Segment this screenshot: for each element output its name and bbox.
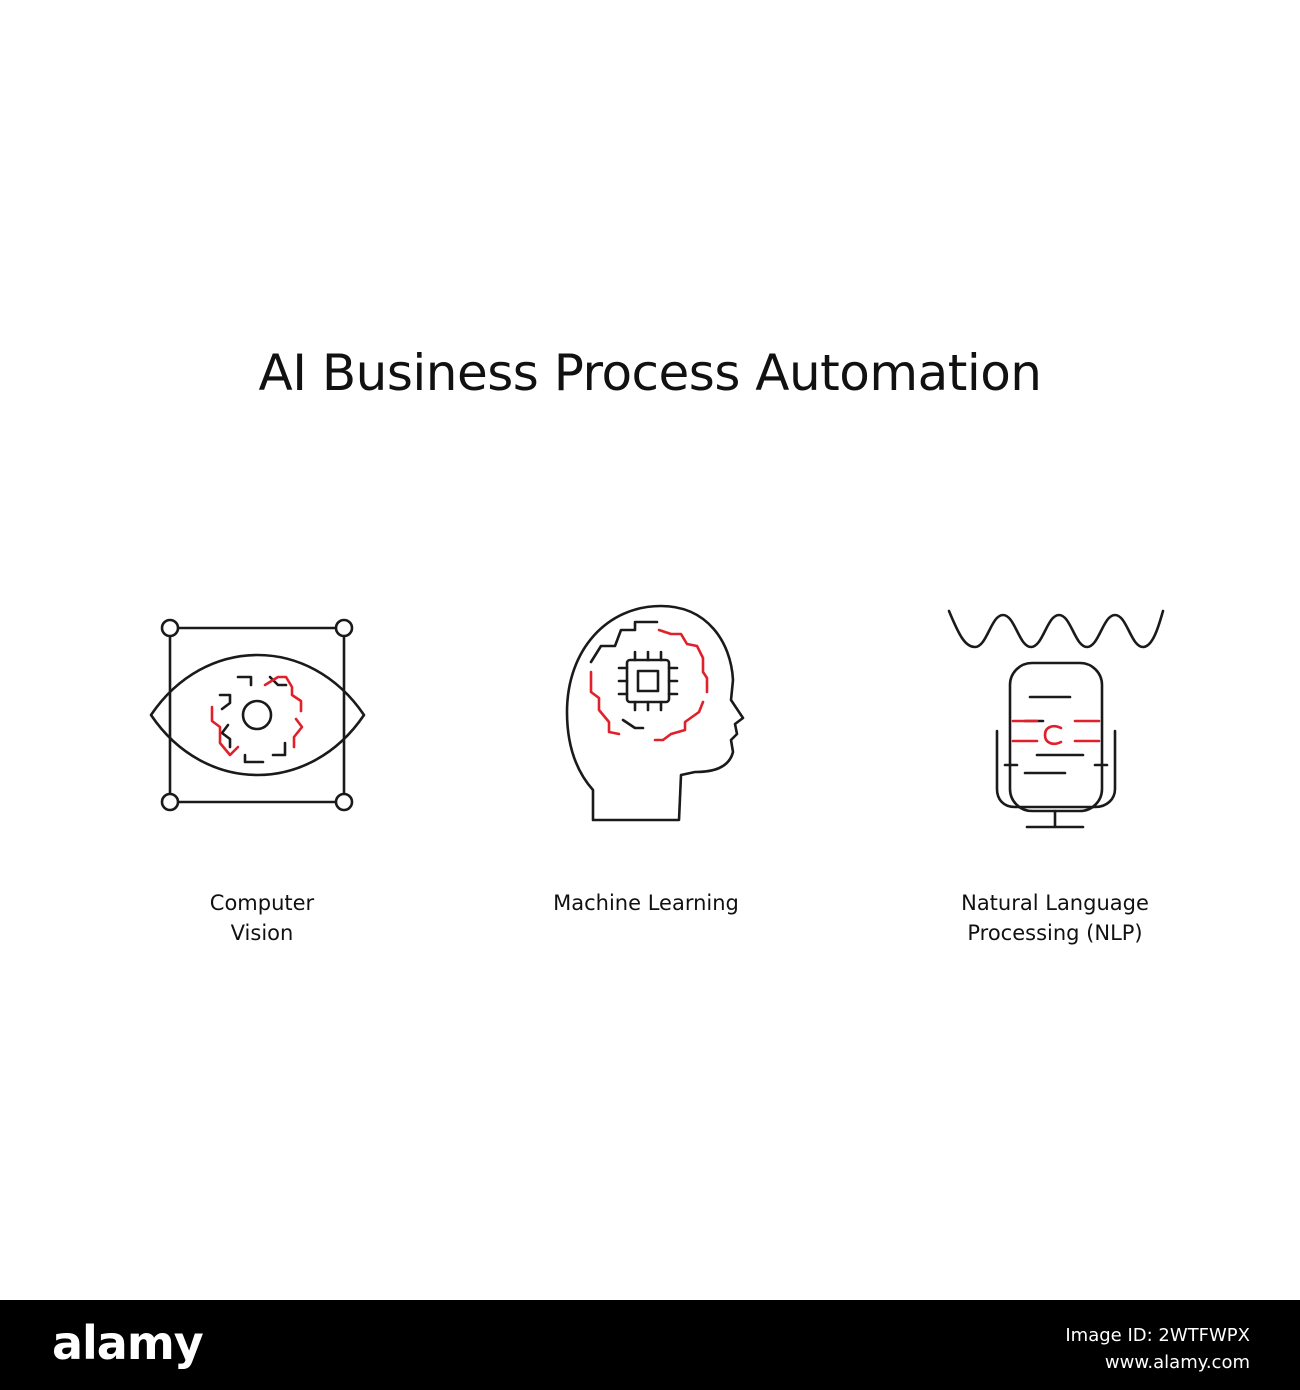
item-label-machine-learning: Machine Learning bbox=[553, 891, 739, 915]
page-title: AI Business Process Automation bbox=[258, 344, 1043, 402]
site-url-text: www.alamy.com bbox=[1104, 1352, 1250, 1373]
watermark-footer bbox=[0, 1300, 1300, 1390]
head-chip-icon bbox=[565, 604, 745, 822]
item-label-nlp: Natural Language Processing (NLP) bbox=[961, 891, 1149, 945]
microphone-wave-icon bbox=[947, 609, 1165, 829]
item-label-computer-vision: Computer Vision bbox=[209, 891, 315, 945]
alamy-logo: alamy bbox=[52, 1316, 204, 1370]
image-id-text: Image ID: 2WTFWPX bbox=[1065, 1325, 1250, 1346]
eye-gear-icon bbox=[149, 618, 366, 812]
